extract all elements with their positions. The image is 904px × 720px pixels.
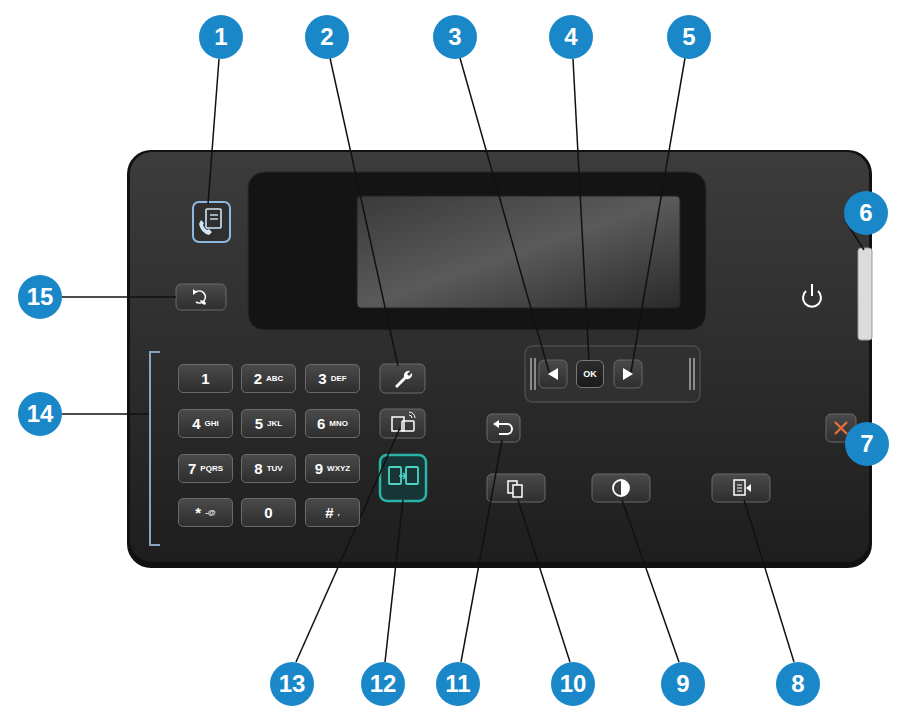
callout-circle: 6	[844, 191, 888, 235]
callout-circle: 15	[18, 275, 62, 319]
key-label: 6	[317, 415, 325, 432]
key-label: 0	[264, 504, 272, 521]
callout-circle: 7	[845, 422, 889, 466]
key-letters: ,	[338, 508, 340, 517]
key-label: 5	[255, 415, 263, 432]
callout-number: 2	[320, 23, 333, 51]
callout-circle: 1	[199, 15, 243, 59]
callout-circle: 13	[270, 662, 314, 706]
key-label: 9	[315, 460, 323, 477]
keypad-key: * -@	[178, 498, 233, 527]
callout-circle: 4	[549, 15, 593, 59]
key-label: 4	[192, 415, 200, 432]
key-letters: GHI	[205, 419, 219, 428]
callout-number: 9	[676, 670, 689, 698]
callout-circle: 14	[18, 392, 62, 436]
ok-button: OK	[576, 360, 604, 388]
key-label: 1	[201, 370, 209, 387]
callout-circle: 8	[776, 662, 820, 706]
keypad-key: 3 DEF	[305, 364, 360, 393]
callout-circle: 9	[661, 662, 705, 706]
callout-number: 12	[370, 670, 397, 698]
callout-circle: 2	[305, 15, 349, 59]
keypad-key: #,	[305, 498, 360, 527]
callout-number: 4	[564, 23, 577, 51]
callout-number: 11	[445, 670, 470, 698]
callout-number: 6	[859, 199, 872, 227]
callout-circle: 10	[551, 662, 595, 706]
callout-circle: 5	[667, 15, 711, 59]
key-letters: PQRS	[200, 464, 223, 473]
callout-number: 14	[27, 400, 54, 428]
callout-number: 10	[560, 670, 587, 698]
callout-number: 7	[860, 430, 873, 458]
keypad-key: 1	[178, 364, 233, 393]
callout-circle: 3	[433, 15, 477, 59]
key-letters: DEF	[331, 374, 347, 383]
callout-number: 1	[214, 23, 227, 51]
callout-number: 5	[682, 23, 695, 51]
callout-circle: 12	[361, 662, 405, 706]
keypad-key: 8 TUV	[241, 454, 296, 483]
callout-number: 8	[791, 670, 804, 698]
keypad-key: 5 JKL	[241, 409, 296, 438]
key-label: 8	[254, 460, 262, 477]
callout-circle: 11	[436, 662, 480, 706]
keypad-key: 6 MNO	[305, 409, 360, 438]
keypad-key: 2 ABC	[241, 364, 296, 393]
callout-number: 3	[448, 23, 461, 51]
key-label: #	[325, 504, 333, 521]
key-letters: -@	[205, 508, 215, 517]
keypad-key: 4 GHI	[178, 409, 233, 438]
key-letters: WXYZ	[327, 464, 350, 473]
key-letters: ABC	[266, 374, 283, 383]
key-label: 7	[188, 460, 196, 477]
key-label: OK	[583, 369, 597, 379]
callout-number: 13	[279, 670, 306, 698]
key-label: 2	[254, 370, 262, 387]
key-letters: TUV	[267, 464, 283, 473]
key-label: *	[195, 504, 201, 521]
keypad-key: 9 WXYZ	[305, 454, 360, 483]
keypad-key: 0	[241, 498, 296, 527]
keypad-key: 7 PQRS	[178, 454, 233, 483]
key-label: 3	[318, 370, 326, 387]
key-letters: MNO	[329, 419, 348, 428]
key-letters: JKL	[267, 419, 282, 428]
callout-number: 15	[27, 283, 54, 311]
